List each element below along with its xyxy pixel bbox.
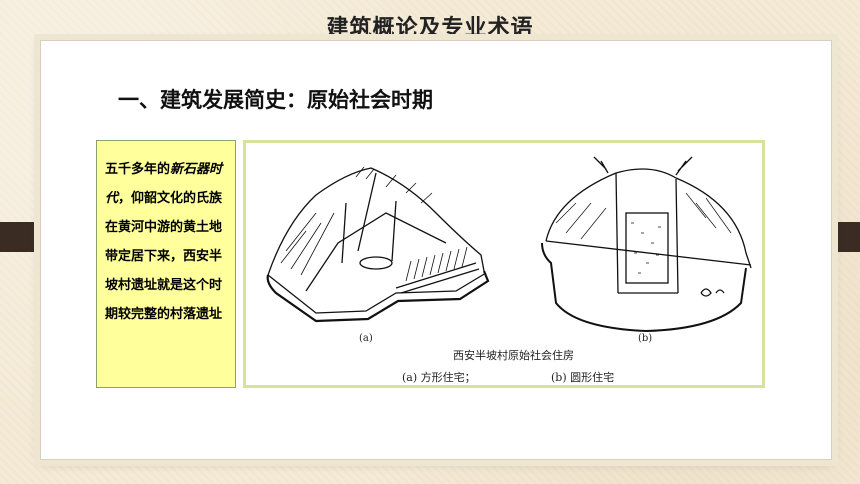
dwelling-illustration	[266, 156, 752, 333]
figure-frame: (a) (b) 西安半坡村原始社会住房 (a) 方形住宅； (b) 圆形住宅	[243, 140, 765, 388]
round-dwelling-drawing	[541, 156, 752, 333]
description-emphasis: 新石器时代	[105, 162, 223, 206]
section-heading: 一、建筑发展简史：原始社会时期	[118, 88, 433, 112]
figure-label-a: (a)	[359, 333, 373, 344]
figure-label-b: (b)	[638, 333, 653, 344]
description-box: 五千多年的新石器时代，仰韶文化的氏族在黄河中游的黄土地带定居下来，西安半坡村遗址…	[96, 140, 236, 388]
figure-subcaption-b: (b) 圆形住宅	[551, 371, 615, 384]
description-text: 五千多年的新石器时代，仰韶文化的氏族在黄河中游的黄土地带定居下来，西安半坡村遗址…	[105, 155, 227, 329]
square-dwelling-drawing	[266, 166, 490, 323]
slide-title: 建筑概论及专业术语	[326, 16, 534, 41]
description-part1: 五千多年的	[105, 162, 171, 177]
figure-caption: 西安半坡村原始社会住房	[453, 349, 574, 362]
description-part2: ，仰韶文化的氏族在黄河中游的黄土地带定居下来，西安半坡村遗址就是这个时期较完整的…	[105, 191, 223, 322]
figure-subcaption-a: (a) 方形住宅；	[402, 371, 476, 384]
